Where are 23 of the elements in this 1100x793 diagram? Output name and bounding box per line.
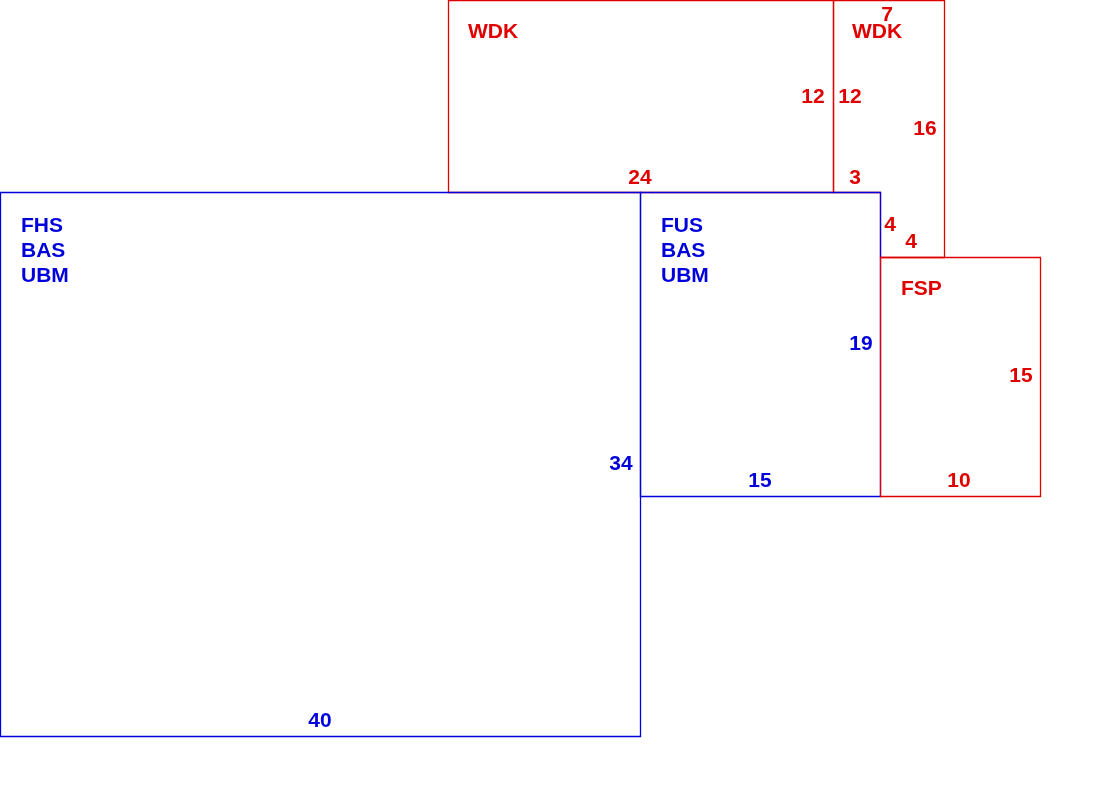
dimension-label: 19 <box>849 332 873 354</box>
room-outline <box>0 192 640 736</box>
dimension-label: 4 <box>884 213 896 235</box>
room-outline <box>448 0 833 192</box>
room-label: FUS BAS UBM <box>661 212 710 287</box>
dimension-label: 16 <box>913 117 937 139</box>
room-label: FSP <box>901 275 943 300</box>
dimension-label: 12 <box>838 85 862 107</box>
room-label: WDK <box>468 18 520 43</box>
dimension-label: 24 <box>628 166 652 188</box>
dimension-label: 7 <box>881 3 893 25</box>
room-outline <box>880 257 1040 496</box>
dimension-label: 40 <box>308 709 332 731</box>
dimension-label: 4 <box>905 230 917 252</box>
room-label: FHS BAS UBM <box>21 212 70 287</box>
dimension-label: 12 <box>801 85 825 107</box>
dimension-label: 15 <box>1009 364 1033 386</box>
dimension-label: 34 <box>609 452 633 474</box>
dimension-label: 3 <box>849 166 861 188</box>
room-outline <box>640 192 880 496</box>
dimension-label: 15 <box>748 469 772 491</box>
dimension-label: 10 <box>947 469 971 491</box>
room-outline <box>833 0 944 257</box>
